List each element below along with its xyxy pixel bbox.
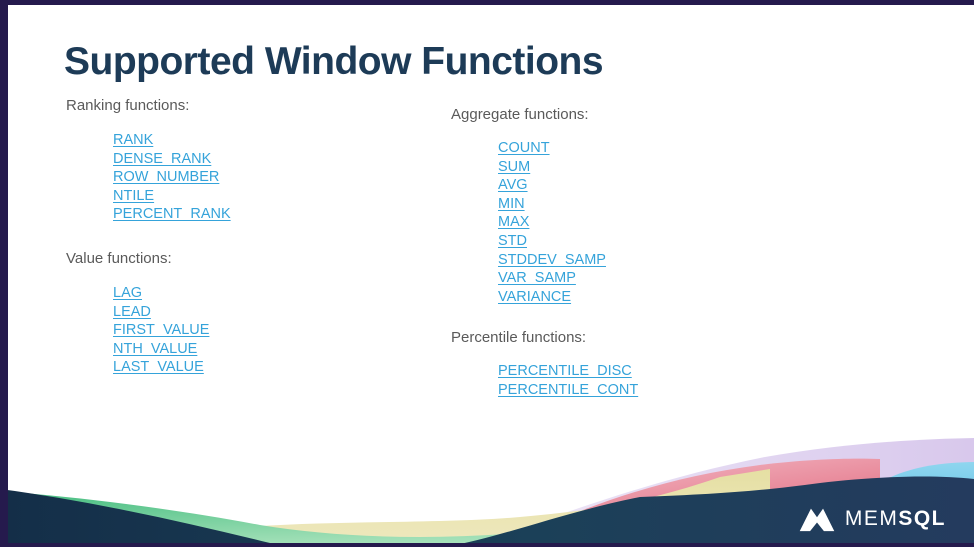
link-last-value[interactable]: LAST_VALUE [113, 359, 204, 376]
frame-border-top [0, 0, 974, 5]
percentile-functions-label: Percentile functions: [451, 329, 587, 346]
link-percentile-disc[interactable]: PERCENTILE_DISC [498, 363, 632, 379]
percentile-functions-list: PERCENTILE_DISC PERCENTILE_CONT [498, 362, 638, 399]
link-nth-value[interactable]: NTH_VALUE [113, 340, 198, 357]
ranking-functions-list: RANK DENSE_RANK ROW_NUMBER NTILE PERCENT… [113, 131, 231, 224]
link-sum[interactable]: SUM [498, 158, 531, 175]
link-first-value[interactable]: FIRST_VALUE [113, 322, 210, 339]
link-min[interactable]: MIN [498, 195, 525, 212]
logo-text-mem: MEM [844, 507, 899, 530]
link-ntile[interactable]: NTILE [113, 187, 155, 204]
logo-text-sql: SQL [898, 507, 946, 530]
aggregate-functions-list: COUNT SUM AVG MIN MAX STD STDDEV_SAMP VA… [498, 139, 606, 306]
memsql-mountain-icon [799, 508, 835, 532]
ranking-functions-label: Ranking functions: [66, 97, 190, 114]
link-percent-rank[interactable]: PERCENT_RANK [113, 206, 231, 223]
aggregate-functions-label: Aggregate functions: [451, 106, 589, 123]
link-count[interactable]: COUNT [498, 140, 550, 156]
link-row-number[interactable]: ROW_NUMBER [113, 169, 220, 186]
link-variance[interactable]: VARIANCE [498, 288, 572, 305]
value-functions-list: LAG LEAD FIRST_VALUE NTH_VALUE LAST_VALU… [113, 284, 209, 377]
link-avg[interactable]: AVG [498, 177, 528, 194]
link-std[interactable]: STD [498, 232, 527, 249]
link-max[interactable]: MAX [498, 214, 530, 231]
link-percentile-cont[interactable]: PERCENTILE_CONT [498, 381, 639, 398]
link-rank[interactable]: RANK [113, 132, 154, 148]
link-var-samp[interactable]: VAR_SAMP [498, 270, 576, 287]
link-lag[interactable]: LAG [113, 285, 143, 301]
page-title: Supported Window Functions [64, 40, 604, 83]
link-lead[interactable]: LEAD [113, 303, 151, 320]
link-stddev-samp[interactable]: STDDEV_SAMP [498, 251, 606, 268]
link-dense-rank[interactable]: DENSE_RANK [113, 150, 212, 167]
wave-decoration [0, 438, 974, 547]
frame-border-left [0, 0, 8, 547]
value-functions-label: Value functions: [66, 250, 172, 267]
frame-border-bottom [0, 543, 974, 547]
wave-navy [0, 476, 974, 547]
